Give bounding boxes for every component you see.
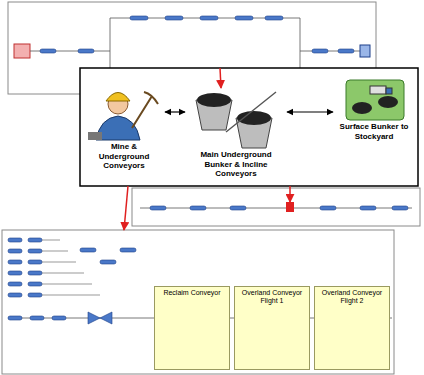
conveyor-symbol [235,16,253,20]
conveyor-symbol [78,49,94,53]
conveyor-symbol [165,16,183,20]
conveyor-symbol [30,316,44,320]
truck-cab [386,88,392,94]
conveyor-symbol [8,249,22,253]
conveyor-symbol [338,49,354,53]
conveyor-symbol [80,248,96,252]
miner-body [96,116,140,140]
conveyor-symbol [8,293,22,297]
conveyor-symbol [28,260,42,264]
conveyor-symbol [230,206,246,210]
conveyor-symbol [150,206,166,210]
marker-block [286,202,294,212]
area-label: Main Underground Bunker & Incline Convey… [186,86,286,185]
model-wire [42,262,76,263]
conveyor-symbol [200,16,218,20]
conveyor-name: Overland Conveyor Flight 2 [318,289,386,306]
conveyor-symbol [8,271,22,275]
source-block [14,44,30,58]
conveyor-symbol [312,49,328,53]
coal-pile [197,93,231,107]
bunker-icon [196,92,276,148]
model-wire [42,295,100,296]
pointer-arrow [124,186,128,230]
stockpile [378,96,398,108]
conveyor-symbol [28,249,42,253]
model-wire [42,251,68,252]
flow-connector [165,111,185,112]
conveyor-symbol [40,49,56,53]
miner-icon [88,92,158,140]
stockyard-icon [346,80,404,120]
area-name: Surface Bunker to Stockyard [337,122,411,141]
miner-helmet [106,93,130,102]
conveyor-box: Overland Conveyor Flight 2 [314,286,390,370]
conveyor-symbol [392,206,408,210]
conveyor-symbol [100,260,116,264]
area-label: Mine & Underground Conveyors [84,82,164,177]
stockpile [352,102,372,114]
screenshot-frame [2,230,394,374]
incline-line [226,92,276,132]
conveyor-symbol [8,316,22,320]
area-name: Mine & Underground Conveyors [87,142,161,171]
area-label: Surface Bunker to Stockyard [334,78,414,147]
rock [88,132,102,140]
incline-model [140,202,412,212]
conveyor-symbol [8,282,22,286]
area-name: Main Underground Bunker & Incline Convey… [189,150,283,179]
pointer-arrow [289,186,291,202]
conveyor-symbol [52,316,66,320]
conveyor-symbol [8,260,22,264]
conveyor-symbol [320,206,336,210]
coal-pile [237,111,271,125]
conveyor-name: Reclaim Conveyor [158,289,226,297]
pickaxe [132,92,158,128]
conveyor-symbol [28,238,42,242]
conveyor-box: Reclaim Conveyor [154,286,230,370]
conveyor-symbol [130,16,148,20]
bunker-symbol [88,312,112,324]
conveyor-symbol [265,16,283,20]
conveyor-box: Overland Conveyor Flight 1 [234,286,310,370]
model-wire [42,284,92,285]
truck-body [370,86,386,94]
model-wire [42,273,84,274]
conveyor-name: Overland Conveyor Flight 1 [238,289,306,306]
conveyor-symbol [28,282,42,286]
conveyor-symbol [120,248,136,252]
sink-block [360,45,370,57]
conveyor-symbol [8,238,22,242]
screenshot-frame [132,188,420,226]
conveyor-symbol [190,206,206,210]
overview-frame [80,68,418,186]
conveyor-symbol [360,206,376,210]
stockyard-ground [346,80,404,120]
flow-connector [287,111,333,112]
model-wire [42,240,60,241]
pointer-arrow [220,68,221,88]
conveyor-symbol [28,271,42,275]
conveyor-symbol [28,293,42,297]
